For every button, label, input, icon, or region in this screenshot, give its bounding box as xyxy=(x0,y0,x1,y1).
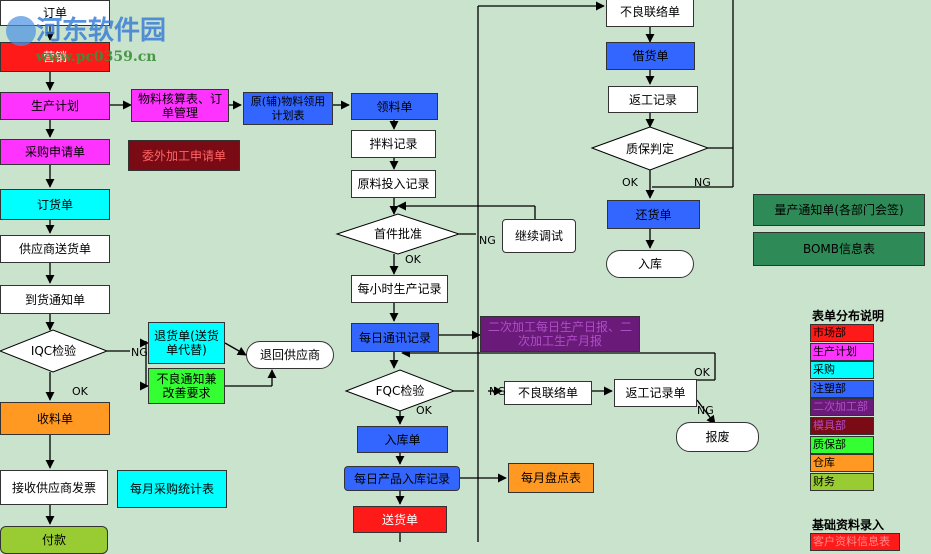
shipping-node[interactable]: 送货单 xyxy=(353,506,447,533)
daily-report-node[interactable]: 每日通讯记录 xyxy=(351,323,439,352)
rework-top-node[interactable]: 返工记录 xyxy=(608,86,698,113)
first-piece-diamond xyxy=(335,213,461,255)
fqc-node[interactable]: FQC检验 xyxy=(346,370,454,411)
first-piece-label: 首件批准 xyxy=(373,227,422,241)
return-goods-node[interactable]: 还货单 xyxy=(607,200,700,229)
legend-item: 仓库 xyxy=(810,454,874,473)
return-note-node[interactable]: 退货单(送货单代替) xyxy=(148,322,225,364)
warehouse-in-node[interactable]: 入库单 xyxy=(357,426,448,453)
fqc-diamond xyxy=(344,369,456,412)
first-piece-ok-label: OK xyxy=(405,253,421,266)
hourly-record-node[interactable]: 每小时生产记录 xyxy=(351,275,448,303)
legend-item: 采购 xyxy=(810,361,874,380)
borrow-node[interactable]: 借货单 xyxy=(606,42,695,70)
iqc-node[interactable]: IQC检验 xyxy=(0,330,107,372)
legend-item: 二次加工部 xyxy=(810,398,874,417)
qa-judgement-node[interactable]: 质保判定 xyxy=(592,127,708,170)
nonconform-improve-node[interactable]: 不良通知兼改善要求 xyxy=(148,368,225,404)
first-piece-node[interactable]: 首件批准 xyxy=(337,214,459,254)
material-plan-node[interactable]: 原(辅)物料领用计划表 xyxy=(243,92,333,125)
purchase-order-node[interactable]: 订货单 xyxy=(0,189,110,220)
iqc-label: IQC检验 xyxy=(30,344,77,358)
rework-ng-label: NG xyxy=(697,404,714,417)
flowchart-connectors xyxy=(0,0,734,542)
legend-title: 表单分布说明 xyxy=(812,309,885,323)
rework-mid-node[interactable]: 返工记录单 xyxy=(614,379,697,407)
payment-node[interactable]: 付款 xyxy=(0,526,108,554)
raw-material-input-node[interactable]: 原料投入记录 xyxy=(351,170,436,198)
mass-production-node[interactable]: 量产通知单(各部门会签) xyxy=(753,194,925,226)
legend-item: 质保部 xyxy=(810,435,874,454)
defect-contact-top-node[interactable]: 不良联络单 xyxy=(606,0,694,27)
material-requisition-node[interactable]: 领料单 xyxy=(351,93,438,120)
legend-item: 注塑部 xyxy=(810,379,874,398)
basic-data-item[interactable]: 客户资料信息表 xyxy=(810,533,900,551)
legend-item: 生产计划 xyxy=(810,342,874,361)
legend-item: 市场部 xyxy=(810,324,874,342)
secondary-report-node[interactable]: 二次加工每日生产日报、二次加工生产月报 xyxy=(480,316,640,352)
watermark-logo-icon xyxy=(6,16,36,46)
scrap-node[interactable]: 报废 xyxy=(676,422,759,452)
mixing-record-node[interactable]: 拌料记录 xyxy=(351,130,436,158)
supplier-delivery-node[interactable]: 供应商送货单 xyxy=(0,235,110,263)
basic-data-title: 基础资料录入 xyxy=(812,518,885,532)
qa-diamond xyxy=(590,126,710,171)
arrival-notice-node[interactable]: 到货通知单 xyxy=(0,285,110,314)
storage-node[interactable]: 入库 xyxy=(606,250,694,278)
receiving-node[interactable]: 收料单 xyxy=(0,402,110,435)
supplier-invoice-node[interactable]: 接收供应商发票 xyxy=(0,470,108,505)
fqc-ng-label: NG xyxy=(489,385,506,398)
legend-item: 模具部 xyxy=(810,417,874,435)
production-plan-node[interactable]: 生产计划 xyxy=(0,92,110,120)
qa-judgement-label: 质保判定 xyxy=(625,141,674,156)
monthly-inventory-node[interactable]: 每月盘点表 xyxy=(508,463,594,493)
defect-contact-mid-node[interactable]: 不良联络单 xyxy=(504,381,592,405)
return-supplier-node[interactable]: 退回供应商 xyxy=(246,341,334,369)
iqc-ok-label: OK xyxy=(72,385,88,398)
daily-product-in-node[interactable]: 每日产品入库记录 xyxy=(344,466,460,491)
iqc-ng-label: NG xyxy=(131,346,148,359)
watermark-url: www.pc0359.cn xyxy=(36,49,157,65)
fqc-ok-label: OK xyxy=(416,404,432,417)
order-node[interactable]: 订单 xyxy=(0,0,110,26)
iqc-diamond xyxy=(0,329,109,373)
qa-ok-label: OK xyxy=(622,176,638,189)
outsourcing-request-node[interactable]: 委外加工申请单 xyxy=(128,140,240,171)
purchase-request-node[interactable]: 采购申请单 xyxy=(0,139,110,165)
continue-debug-node[interactable]: 继续调试 xyxy=(502,219,576,253)
watermark-name: 河东软件园 xyxy=(36,16,167,46)
qa-ng-label: NG xyxy=(694,176,711,189)
monthly-purchase-node[interactable]: 每月采购统计表 xyxy=(117,470,227,508)
bom-node[interactable]: BOMB信息表 xyxy=(753,232,925,266)
marketing-node[interactable]: 营销 xyxy=(0,42,110,72)
fqc-label: FQC检验 xyxy=(375,383,425,398)
rework-ok-label: OK xyxy=(694,366,710,379)
first-piece-ng-label: NG xyxy=(479,234,496,247)
legend-item: 财务 xyxy=(810,472,874,491)
material-check-node[interactable]: 物料核算表、订单管理 xyxy=(131,89,229,122)
watermark: 河东软件园 www.pc0359.cn xyxy=(6,10,166,65)
